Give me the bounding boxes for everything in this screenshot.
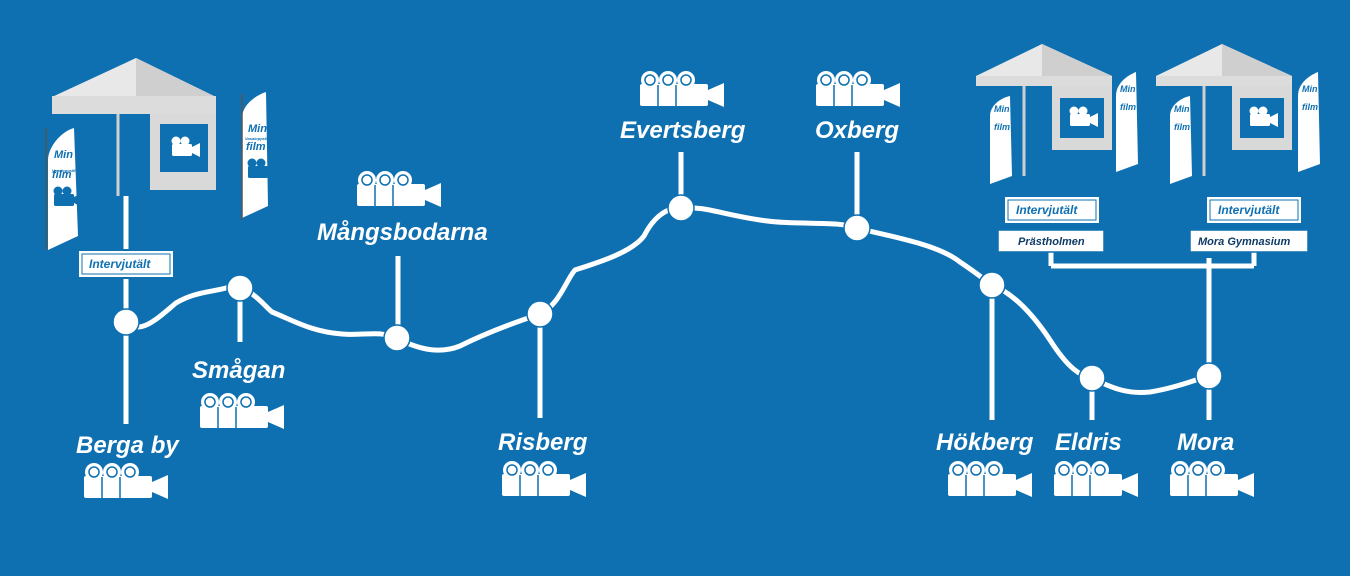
interview-tent-prastholmen: Min film Min film Intervjutält Prästholm… [976, 44, 1138, 253]
tent-icon [52, 58, 216, 196]
svg-text:film: film [1120, 102, 1136, 112]
svg-text:Vasaloppsfilm: Vasaloppsfilm [245, 136, 272, 141]
station-label-berga-by: Berga by [76, 432, 180, 459]
interview-tent-mora-gymnasium: Min film Min film Intervjutält Mora Gymn… [1156, 44, 1320, 253]
station-label-risberg: Risberg [498, 429, 588, 456]
beach-flag-icon: Min film [990, 96, 1012, 184]
beach-flag-icon: Min film [1170, 96, 1192, 184]
station-label-oxberg: Oxberg [815, 117, 899, 144]
svg-text:film: film [994, 122, 1010, 132]
beach-flag-icon: Min Vasaloppsfilm film [45, 128, 82, 250]
tent-icon [1156, 44, 1292, 176]
svg-text:Min: Min [994, 104, 1010, 114]
beach-flag-icon: Min Vasaloppsfilm film [241, 92, 276, 220]
beach-flag-icon: Min film [1116, 72, 1138, 172]
film-camera-icon [639, 70, 725, 108]
film-camera-icon [199, 392, 285, 430]
beach-flag-icon: Min film [1298, 72, 1320, 172]
film-camera-icon [1169, 460, 1255, 498]
svg-text:Min: Min [1174, 104, 1190, 114]
interview-tent-label: Intervjutält [1016, 203, 1078, 217]
film-camera-icon [501, 460, 587, 498]
interview-tent-berga: Min Vasaloppsfilm film Min Vasaloppsfilm… [45, 58, 276, 279]
film-camera-icon [1053, 460, 1139, 498]
svg-text:film: film [1174, 122, 1190, 132]
station-node-mora [1195, 362, 1223, 390]
station-node-eldris [1078, 364, 1106, 392]
interview-tent-label: Intervjutält [89, 257, 151, 271]
station-node-evertsberg [667, 194, 695, 222]
svg-text:Min: Min [1120, 84, 1136, 94]
interview-tent-label: Intervjutält [1218, 203, 1280, 217]
svg-text:film: film [52, 169, 72, 181]
svg-text:film: film [1302, 102, 1318, 112]
tent-icon [976, 44, 1112, 176]
film-camera-icon [356, 170, 442, 208]
station-node-mangsbodarna [383, 324, 411, 352]
station-label-evertsberg: Evertsberg [620, 117, 746, 144]
film-camera-icon [83, 462, 169, 500]
svg-text:Min: Min [248, 123, 267, 135]
svg-text:film: film [246, 141, 266, 153]
station-label-mora: Mora [1177, 429, 1234, 456]
station-node-berga-by [112, 308, 140, 336]
station-node-smagan [226, 274, 254, 302]
interview-tent-location: Mora Gymnasium [1198, 236, 1291, 248]
svg-text:Vasaloppsfilm: Vasaloppsfilm [52, 168, 79, 173]
station-node-risberg [526, 300, 554, 328]
station-node-oxberg [843, 214, 871, 242]
station-label-smagan: Smågan [192, 357, 285, 384]
station-label-hokberg: Hökberg [936, 429, 1034, 456]
station-label-mangsbodarna: Mångsbodarna [317, 219, 488, 246]
film-camera-icon [815, 70, 901, 108]
station-label-eldris: Eldris [1055, 429, 1122, 456]
station-node-hokberg [978, 271, 1006, 299]
interview-tent-location: Prästholmen [1018, 236, 1085, 248]
svg-text:Min: Min [54, 149, 73, 161]
svg-text:Min: Min [1302, 84, 1318, 94]
film-camera-icon [947, 460, 1033, 498]
route-path [123, 205, 1211, 395]
